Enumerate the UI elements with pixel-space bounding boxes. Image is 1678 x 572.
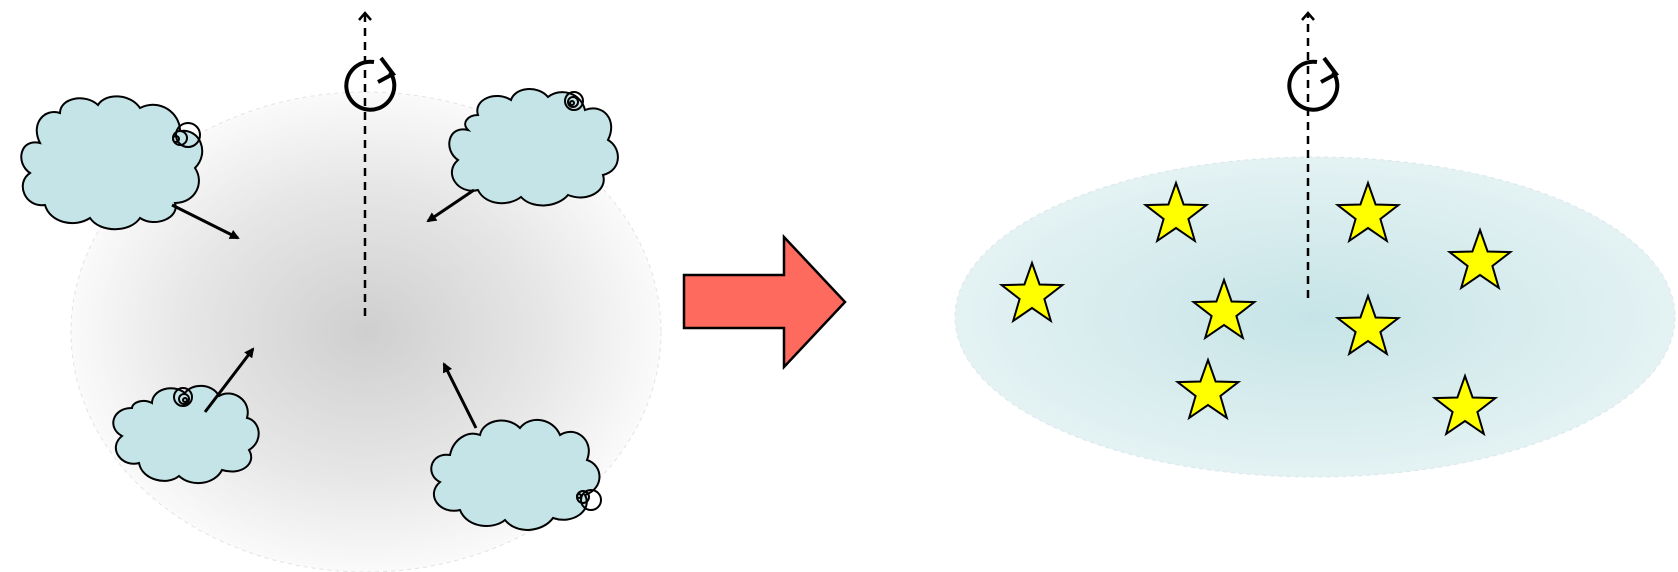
cloud-icon — [430, 419, 602, 531]
star-icon — [1142, 179, 1210, 244]
star-icon — [1334, 292, 1402, 357]
cloud-icon — [20, 95, 204, 231]
star-field — [998, 179, 1514, 437]
star-icon — [1174, 356, 1242, 421]
rotation-arrow-icon — [1287, 59, 1340, 112]
star-icon — [1446, 226, 1514, 291]
star-icon — [1334, 179, 1402, 244]
rotation-arrow-icon — [344, 59, 397, 112]
left-panel — [20, 11, 662, 572]
galactic-disk — [954, 156, 1676, 478]
right-panel — [954, 11, 1676, 478]
star-icon — [1190, 276, 1258, 341]
transition-arrow-icon — [682, 233, 847, 371]
star-icon — [998, 259, 1066, 324]
cloud-icon — [112, 384, 260, 485]
infall-arrow — [442, 362, 478, 429]
infall-arrow — [426, 188, 475, 223]
star-icon — [1431, 372, 1499, 437]
infall-arrow — [203, 347, 255, 413]
cloud-icon — [448, 88, 619, 207]
rotation-axis-left — [344, 11, 397, 316]
rotation-axis-right — [1287, 11, 1340, 298]
infall-arrow — [171, 203, 240, 240]
